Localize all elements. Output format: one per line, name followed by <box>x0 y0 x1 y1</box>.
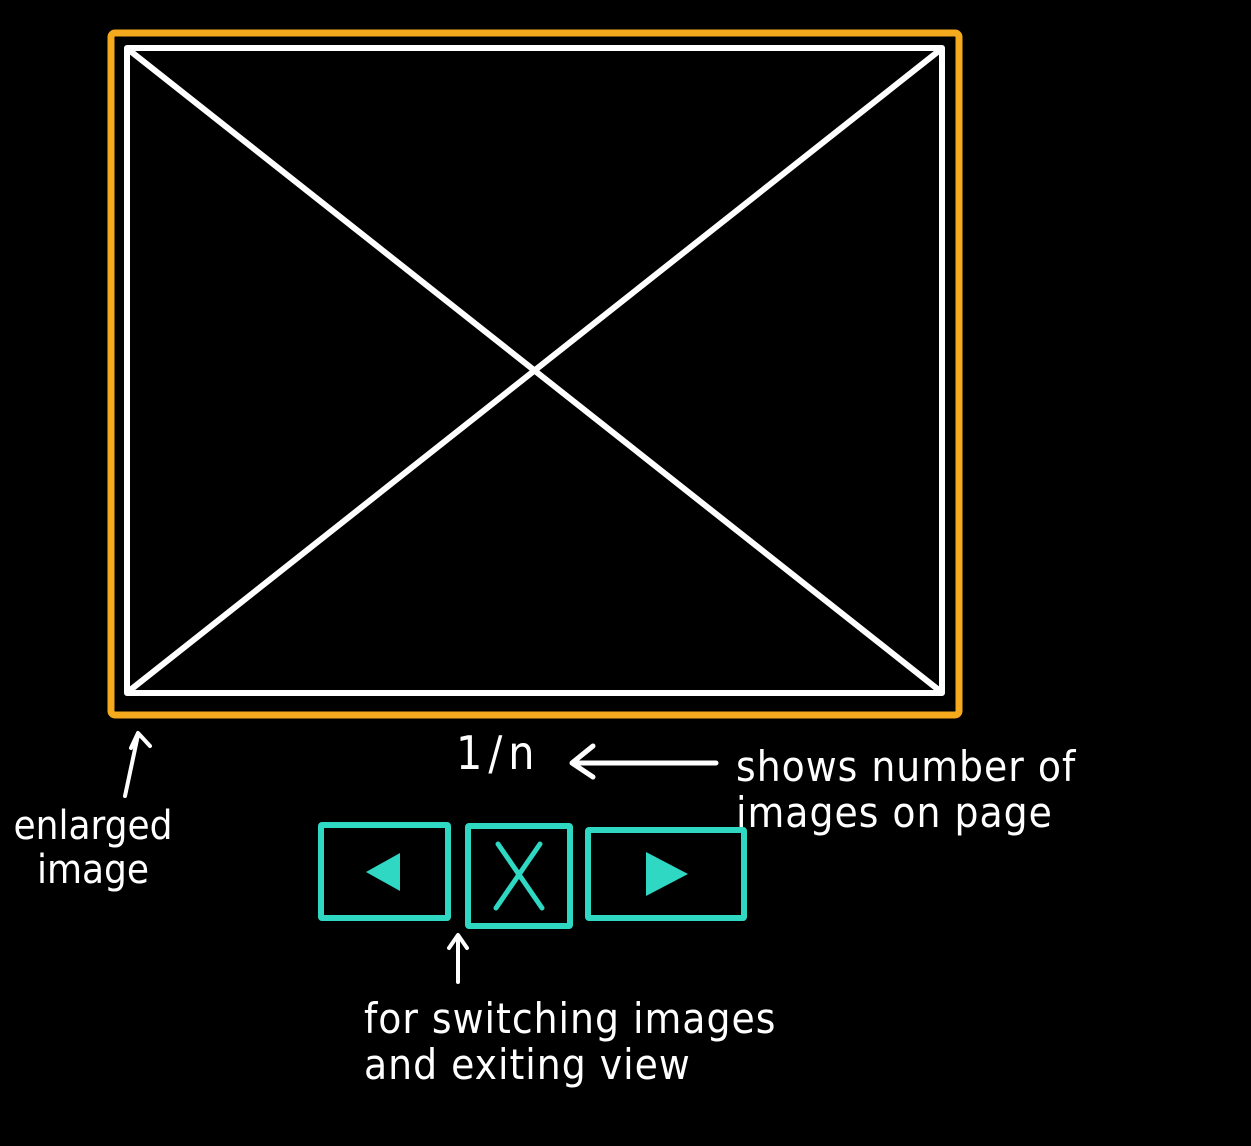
enlarged-image-note: enlarged image <box>13 803 173 893</box>
counter-arrow <box>569 743 719 780</box>
close-view-button[interactable] <box>465 823 573 929</box>
right-triangle-icon <box>646 852 688 896</box>
previous-image-button[interactable] <box>318 822 451 921</box>
controls-arrow <box>447 933 469 984</box>
left-triangle-icon <box>365 852 400 891</box>
image-placeholder <box>124 45 945 696</box>
next-image-button[interactable] <box>585 827 747 921</box>
controls-note: for switching images and exiting view <box>364 994 777 1090</box>
enlarged-image-arrow <box>123 731 152 798</box>
x-icon <box>493 841 545 911</box>
enlarged-image-frame <box>107 29 963 719</box>
image-counter: 1/n <box>456 726 541 780</box>
counter-note: shows number of images on page <box>736 742 1077 838</box>
